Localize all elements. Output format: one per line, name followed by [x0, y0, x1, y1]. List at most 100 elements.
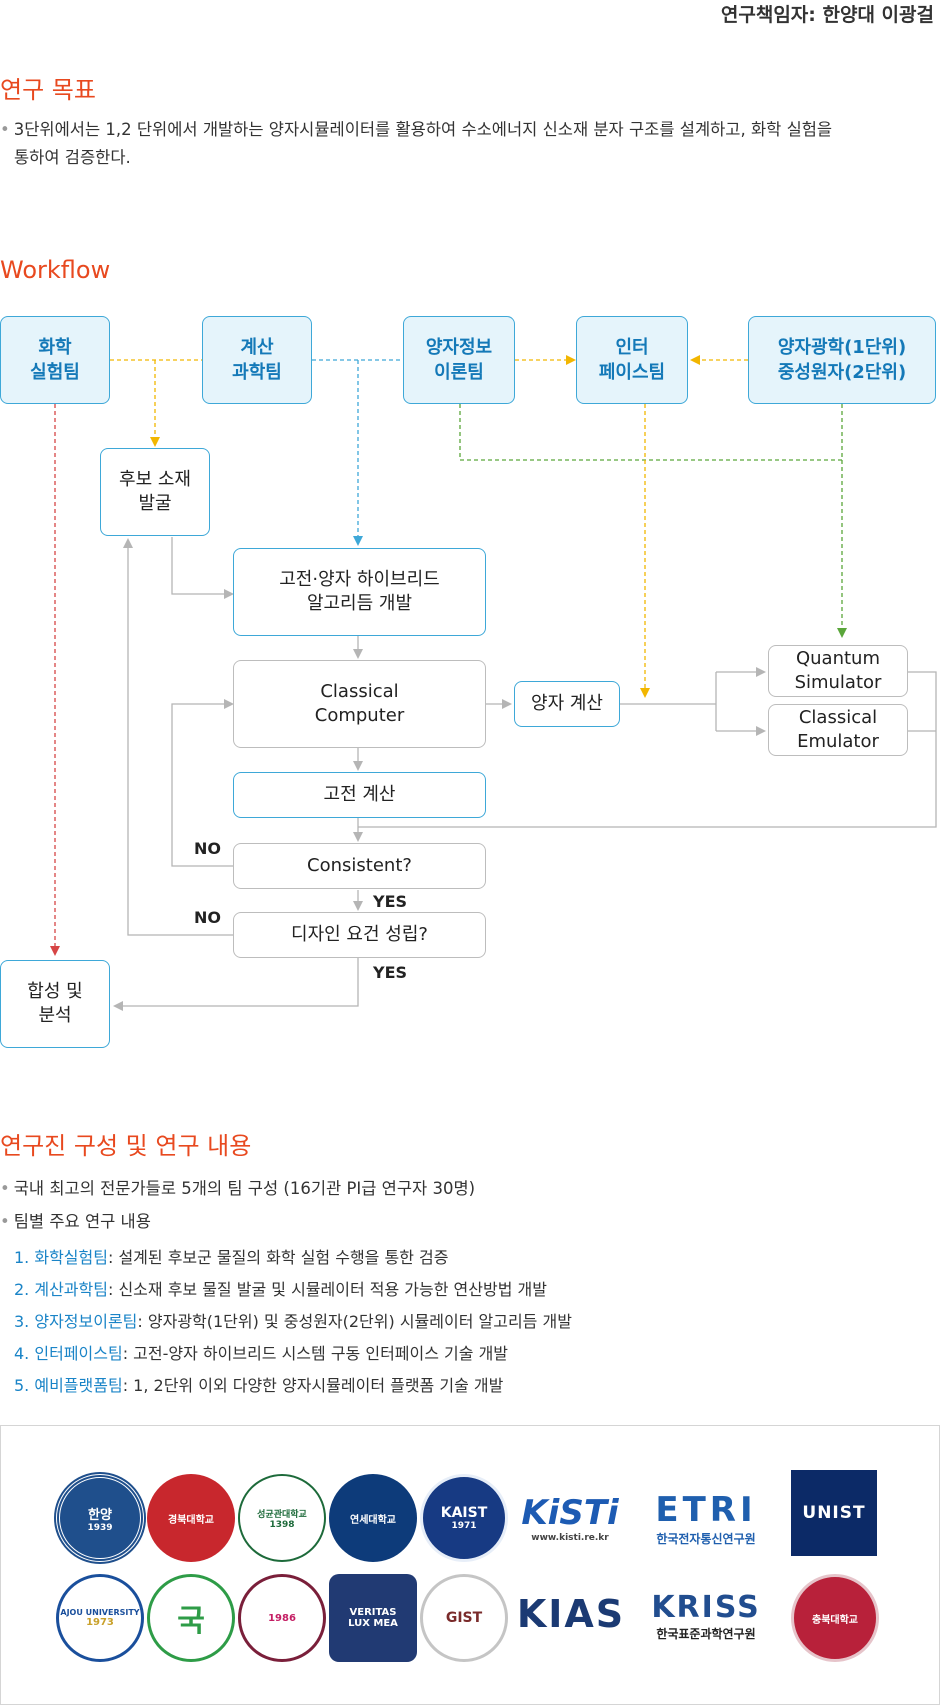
- team-chem-line2: 실험팀: [30, 362, 80, 383]
- team-item-desc: : 설계된 후보군 물질의 화학 실험 수행을 통한 검증: [107, 1248, 449, 1267]
- hybrid-line1: 고전·양자 하이브리드: [279, 569, 440, 590]
- goal-line1: 3단위에서는 1,2 단위에서 개발하는 양자시뮬레이터를 활용하여 수소에너지…: [13, 120, 833, 139]
- team-item-name: 화학실험팀: [34, 1248, 108, 1267]
- no-label-1: NO: [194, 839, 221, 858]
- unist-logo: UNIST: [791, 1470, 877, 1556]
- team-item-name: 양자정보이론팀: [34, 1312, 138, 1331]
- ce-line2: Emulator: [797, 731, 879, 752]
- team-bullet1: •국내 최고의 전문가들로 5개의 팀 구성 (16기관 PI급 연구자 30명…: [0, 1175, 475, 1203]
- team-comp-line2: 과학팀: [232, 362, 282, 383]
- team-comp-line1: 계산: [240, 337, 274, 358]
- team-qinfo-line2: 이론팀: [434, 362, 484, 383]
- team-item-1: 1. 화학실험팀: 설계된 후보군 물질의 화학 실험 수행을 통한 검증: [14, 1242, 572, 1274]
- qs-line1: Quantum: [795, 648, 880, 669]
- cc-line1: Classical: [320, 681, 399, 702]
- kaist-year: 1971: [451, 1521, 477, 1531]
- yonsei-logo: 연세대학교: [329, 1474, 417, 1562]
- synthesis-line2: 분석: [38, 1005, 72, 1026]
- team-optics-line1: 양자광학(1단위): [777, 337, 907, 358]
- no-label-2: NO: [194, 908, 221, 927]
- bullet-dot: •: [0, 1179, 10, 1198]
- team-item-desc: : 1, 2단위 이외 다양한 양자시뮬레이터 플랫폼 기술 개발: [122, 1376, 504, 1395]
- etri-text: ETRI: [655, 1489, 757, 1530]
- team-item-2: 2. 계산과학팀: 신소재 후보 물질 발굴 및 시뮬레이터 적용 가능한 연산…: [14, 1274, 572, 1306]
- consistent-box: Consistent?: [233, 843, 486, 889]
- team-item-num: 3.: [14, 1312, 35, 1331]
- kaist-text: KAIST: [440, 1505, 488, 1521]
- workflow-title: Workflow: [0, 256, 111, 284]
- postech-year: 1986: [268, 1612, 296, 1624]
- team-item-num: 4.: [14, 1344, 35, 1363]
- korea-logo: VERITAS LUX MEA: [329, 1574, 417, 1662]
- etri-logo: ETRI 한국전자통신연구원: [641, 1476, 771, 1560]
- bullet-dot: •: [0, 120, 10, 139]
- postech-logo: 1986: [238, 1574, 326, 1662]
- skku-year: 1398: [269, 1519, 295, 1530]
- workflow-connectors: [50, 355, 937, 1011]
- team-item-name: 계산과학팀: [34, 1280, 108, 1299]
- team-item-4: 4. 인터페이스팀: 고전-양자 하이브리드 시스템 구동 인터페이스 기술 개…: [14, 1338, 572, 1370]
- team-qinfo-line1: 양자정보: [425, 337, 493, 358]
- team-item-desc: : 고전-양자 하이브리드 시스템 구동 인터페이스 기술 개발: [122, 1344, 509, 1363]
- team-item-name: 예비플랫폼팀: [34, 1376, 123, 1395]
- design-box: 디자인 요건 성립?: [233, 912, 486, 958]
- yonsei-text: 연세대학교: [350, 1514, 396, 1526]
- team-interface-line1: 인터: [615, 337, 649, 358]
- team-bullet2-text: 팀별 주요 연구 내용: [13, 1212, 151, 1231]
- kias-logo: KIAS: [517, 1564, 623, 1664]
- team-title: 연구진 구성 및 연구 내용: [0, 1132, 252, 1160]
- hybrid-line2: 알고리듬 개발: [306, 593, 413, 614]
- cc-line2: Computer: [314, 705, 405, 726]
- team-item-5: 5. 예비플랫폼팀: 1, 2단위 이외 다양한 양자시뮬레이터 플랫폼 기술 …: [14, 1370, 572, 1402]
- goal-title: 연구 목표: [0, 76, 96, 104]
- yes-label-2: YES: [373, 963, 408, 982]
- kisti-url: www.kisti.re.kr: [531, 1533, 609, 1543]
- chungbuk-logo: 충북대학교: [791, 1574, 879, 1662]
- chungbuk-text: 충북대학교: [812, 1614, 858, 1626]
- team-item-num: 1.: [14, 1248, 35, 1267]
- team-chem-line1: 화학: [38, 337, 72, 358]
- goal-line2: 통하여 검증한다.: [14, 148, 131, 167]
- goal-text: •3단위에서는 1,2 단위에서 개발하는 양자시뮬레이터를 활용하여 수소에너…: [0, 116, 935, 172]
- team-item-num: 5.: [14, 1376, 35, 1395]
- kookmin-text: 국: [177, 1604, 205, 1639]
- kriss-text: KRISS: [651, 1590, 761, 1625]
- kisti-text: KiSTi: [521, 1493, 619, 1533]
- ajou-year: 1973: [86, 1617, 114, 1628]
- kriss-kr: 한국표준과학연구원: [656, 1627, 756, 1641]
- bullet-dot: •: [0, 1212, 10, 1231]
- gist-logo: GIST: [420, 1574, 508, 1662]
- team-item-desc: : 신소재 후보 물질 발굴 및 시뮬레이터 적용 가능한 연산방법 개발: [107, 1280, 547, 1299]
- quantum-calc-box: 양자 계산: [514, 681, 620, 727]
- candidate-line1: 후보 소재: [119, 469, 191, 490]
- qs-line2: Simulator: [794, 672, 882, 693]
- ajou-text: AJOU UNIVERSITY: [60, 1608, 140, 1617]
- hanyang-text: 한양: [88, 1507, 112, 1523]
- korea-text: VERITAS LUX MEA: [348, 1607, 398, 1629]
- team-item-desc: : 양자광학(1단위) 및 중성원자(2단위) 시뮬레이터 알고리듬 개발: [137, 1312, 572, 1331]
- team-bullet1-text: 국내 최고의 전문가들로 5개의 팀 구성 (16기관 PI급 연구자 30명): [13, 1179, 476, 1198]
- kyungpook-logo: 경북대학교: [147, 1474, 235, 1562]
- candidate-line2: 발굴: [138, 493, 172, 514]
- kriss-logo: KRISS 한국표준과학연구원: [641, 1574, 771, 1658]
- kookmin-logo: 국: [147, 1574, 235, 1662]
- team-optics-box: 양자광학(1단위)중성원자(2단위): [748, 316, 936, 404]
- kyungpook-text: 경북대학교: [168, 1514, 214, 1526]
- yes-label-1: YES: [373, 892, 408, 911]
- synthesis-line1: 합성 및: [27, 981, 83, 1002]
- team-interface-line2: 페이스팀: [598, 362, 666, 383]
- etri-kr: 한국전자통신연구원: [656, 1531, 756, 1546]
